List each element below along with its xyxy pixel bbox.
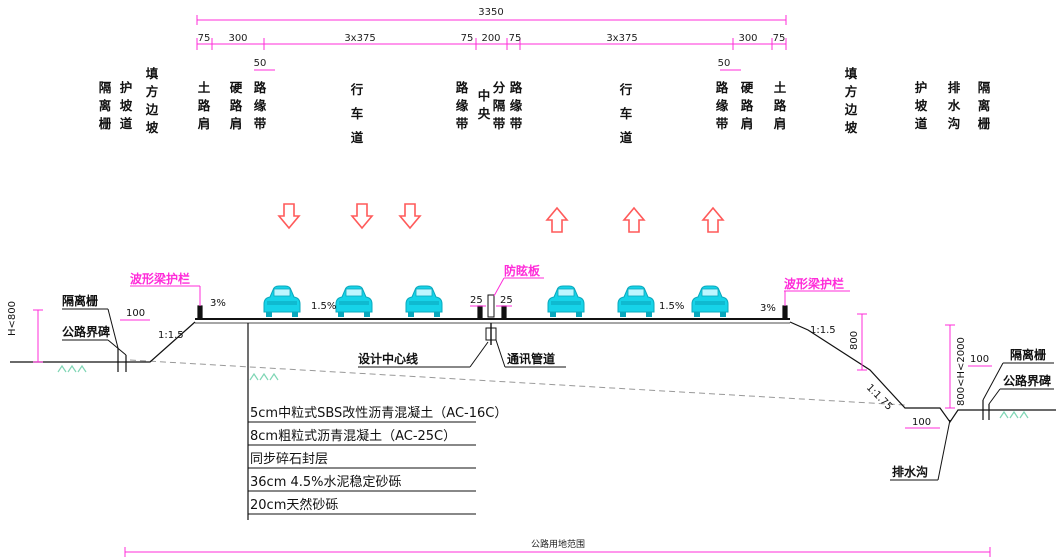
arrow-down-icon <box>399 203 421 229</box>
dim-50-l: 50 <box>254 58 267 69</box>
crossfall-left-label: 3% <box>210 298 226 309</box>
dim-300-l: 300 <box>228 33 247 44</box>
zone-label-edge-ml: 路缘带 <box>456 80 469 131</box>
minor-dims <box>33 305 992 429</box>
zone-label-median-b: 分隔带 <box>493 80 506 131</box>
traffic-arrows <box>278 203 724 233</box>
zone-label-edge-l: 路缘带 <box>254 80 267 131</box>
boundary-left-label: 公路界碑 <box>62 324 110 339</box>
road-structure <box>10 294 1056 520</box>
dim-100-ditch: 100 <box>912 417 931 428</box>
dim-50-r: 50 <box>718 58 731 69</box>
top-dimensions <box>196 15 787 71</box>
zone-label-hard-shoulder-r: 硬路肩 <box>741 80 754 131</box>
zone-label-fill-r: 填方边坡 <box>844 66 858 135</box>
grade-right-label: 1.5% <box>659 301 684 312</box>
dim-3x375-r: 3x375 <box>606 33 637 44</box>
arrow-down-icon <box>278 203 300 229</box>
antiglare-label: 防眩板 <box>504 263 541 278</box>
fence-left-label: 隔离栅 <box>62 293 98 308</box>
dim-100-left: 100 <box>126 308 145 319</box>
guardrail-left-label: 波形梁护栏 <box>130 271 190 286</box>
conduit-label: 通讯管道 <box>507 351 555 366</box>
zone-labels: 隔离栅护坡道填方边坡土路肩硬路肩路缘带行车道路缘带中央分隔带路缘带行车道路缘带硬… <box>99 66 991 145</box>
dim-75-d: 75 <box>773 33 786 44</box>
dim-total: 3350 <box>478 7 503 18</box>
dim-75-b: 75 <box>461 33 474 44</box>
car-icon <box>263 285 301 318</box>
ditch-label: 排水沟 <box>892 464 928 479</box>
arrow-down-icon <box>351 203 373 229</box>
boundary-right-label: 公路界碑 <box>1003 373 1051 388</box>
arrow-up-icon <box>623 207 645 233</box>
arrow-up-icon <box>702 207 724 233</box>
zone-label-hard-shoulder-l: 硬路肩 <box>230 80 243 131</box>
zone-label-edge-mr: 路缘带 <box>510 80 523 131</box>
grass-marks <box>57 364 1029 419</box>
pavement-layers <box>248 421 476 515</box>
layer-1: 5cm中粒式SBS改性沥青混凝土（AC-16C） <box>250 405 507 421</box>
arrow-up-icon <box>546 207 568 233</box>
dim-25-a: 25 <box>470 295 483 306</box>
dim-75-a: 75 <box>198 33 211 44</box>
guardrail-right-label: 波形梁护栏 <box>784 276 844 291</box>
dim-200: 200 <box>481 33 500 44</box>
dim-100-right: 100 <box>970 354 989 365</box>
layer-2: 8cm粗粒式沥青混凝土（AC-25C） <box>250 428 456 444</box>
h-left-label: H<800 <box>7 301 18 336</box>
grade-left-label: 1.5% <box>311 301 336 312</box>
dim-25-b: 25 <box>500 295 513 306</box>
crossfall-right-label: 3% <box>760 303 776 314</box>
dim-300-r: 300 <box>738 33 757 44</box>
layer-4: 36cm 4.5%水泥稳定砂砾 <box>250 474 402 490</box>
zone-label-protect-r: 护坡道 <box>915 80 928 131</box>
dim-75-c: 75 <box>509 33 522 44</box>
range-line <box>124 547 991 557</box>
h-right-label: 800<H<2000 <box>956 337 967 406</box>
zone-label-lane-l: 行车道 <box>350 82 364 145</box>
car-icon <box>405 285 443 318</box>
range-label: 公路用地范围 <box>531 538 585 550</box>
zone-label-fill-l: 填方边坡 <box>145 66 159 135</box>
slope-left-label: 1:1.5 <box>158 330 184 341</box>
zone-label-earth-shoulder-r: 土路肩 <box>774 80 787 131</box>
slope-right2-label: 1:1.75 <box>864 382 894 412</box>
dim-3x375-l: 3x375 <box>344 33 375 44</box>
zone-label-protect-l: 护坡道 <box>120 80 133 131</box>
car-icon <box>335 285 373 318</box>
car-icon <box>547 285 585 318</box>
car-icon <box>691 285 729 318</box>
zone-label-fence-r: 隔离栅 <box>978 80 991 131</box>
zone-label-fence-l: 隔离栅 <box>99 80 112 131</box>
zone-label-edge-r: 路缘带 <box>716 80 729 131</box>
dim-800-right: 800 <box>849 331 860 350</box>
layer-3: 同步碎石封层 <box>250 452 328 467</box>
zone-label-ditch-r: 排水沟 <box>948 80 961 131</box>
centerline-label: 设计中心线 <box>358 351 418 366</box>
zone-label-lane-r: 行车道 <box>619 82 633 145</box>
layer-5: 20cm天然砂砾 <box>250 497 338 513</box>
fence-right-label: 隔离栅 <box>1010 347 1046 362</box>
zone-label-earth-shoulder-l: 土路肩 <box>198 80 211 131</box>
slope-right1-label: 1:1.5 <box>810 325 836 336</box>
zone-label-median-a: 中央 <box>478 88 491 121</box>
car-icon <box>617 285 655 318</box>
